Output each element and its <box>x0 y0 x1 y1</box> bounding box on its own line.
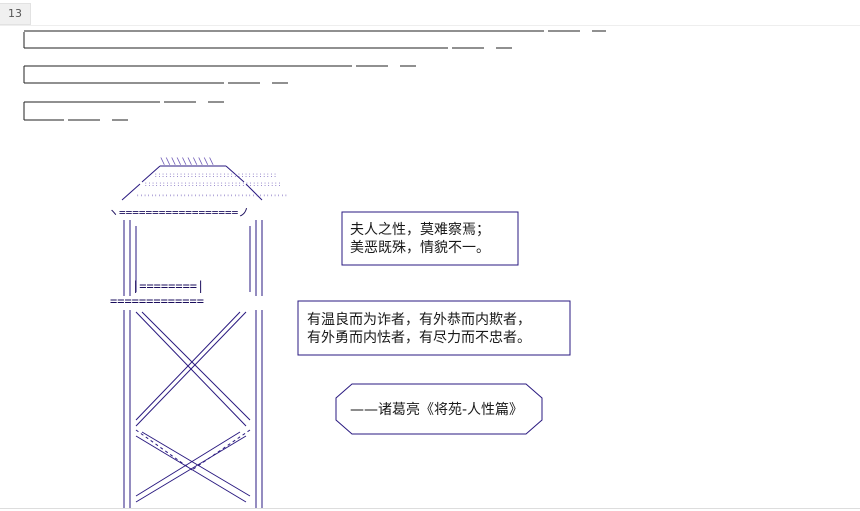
attribution: ——诸葛亮《将苑-人性篇》 <box>350 402 524 418</box>
quote-box-1: 夫人之性，莫难察焉； 美恶既殊，情貌不一。 <box>350 221 490 257</box>
roof-eave: ヽ==================ノ <box>108 206 249 219</box>
cross-beam: ============= <box>110 294 204 308</box>
tower-lattice <box>135 311 251 503</box>
quote-1-line-2: 美恶既殊，情貌不一。 <box>350 240 490 256</box>
window-bar: |========| <box>132 279 204 293</box>
roof-ticks: \\\\\\\\\\ <box>160 157 214 167</box>
roof-dots-wide: :::::::::::::::::::::::::::::::::::::: <box>144 181 281 188</box>
tower-roof: \\\\\\\\\\ :::::::::::::::::::::::::::::… <box>108 157 288 219</box>
quote-2-line-2: 有外勇而内怯者，有尽力而不忠者。 <box>307 330 531 346</box>
tower-posts <box>123 220 263 508</box>
top-divider <box>0 25 860 26</box>
quote-box-2: 有温良而为诈者，有外恭而内欺者， 有外勇而内怯者，有尽力而不忠者。 <box>307 311 531 347</box>
attribution-frame <box>335 383 543 435</box>
quote-1-line-1: 夫人之性，莫难察焉； <box>350 222 490 238</box>
quote-box-2-frame <box>297 300 571 356</box>
roof-dots: :::::::::::::::::::::::::::::::::: <box>154 172 277 179</box>
quote-2-line-1: 有温良而为诈者，有外恭而内欺者， <box>307 312 531 328</box>
page-number: 13 <box>0 3 31 25</box>
bracket-lines <box>23 30 606 121</box>
quote-box-1-frame <box>341 211 519 266</box>
bottom-divider <box>0 508 860 509</box>
roof-dashes: ''''''''''''''''''''''''''''''''''''''''… <box>136 194 288 201</box>
